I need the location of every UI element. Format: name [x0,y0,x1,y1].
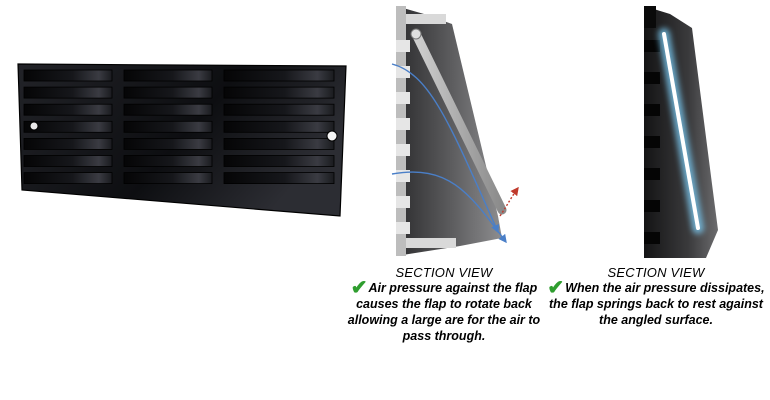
vent-slat [123,138,213,150]
housing-tooth [396,222,410,234]
housing-teeth [396,40,410,234]
vent-slat [223,120,335,133]
vent-slat [123,69,213,82]
vent-slat [223,138,335,150]
vent-slat [23,172,113,184]
caption-open-flap: SECTION VIEW ✔Air pressure against the f… [338,265,550,344]
airflow-arrow [391,171,507,244]
vent-grille-illustration [17,63,347,217]
mounting-hole-right [326,130,338,142]
vent-slat [123,86,213,99]
housing-top-cap [644,6,656,28]
housing-tooth [396,92,410,104]
housing-tooth [644,168,660,180]
section-view-title: SECTION VIEW [395,265,493,280]
housing-tooth [644,232,660,244]
housing-tooth [396,40,410,52]
vent-slat [23,103,113,116]
caption-closed-flap: SECTION VIEW ✔When the air pressure diss… [540,265,770,328]
mounting-hole-left [29,121,39,131]
caption-text: When the air pressure dissipates, the fl… [549,281,765,327]
vent-slat [23,120,113,133]
airflow-arrow [391,63,499,234]
section-view-closed-flap [644,6,718,258]
vent-slats [23,69,335,184]
vent-slat [123,120,213,133]
section-view-open-flap [391,6,519,256]
flap-hinge [410,28,422,40]
housing-body [396,6,502,256]
vent-slat [123,155,213,167]
vent-slat [23,69,113,82]
caption-text: Air pressure against the flap causes the… [347,281,541,343]
flap-open [411,29,507,215]
housing-teeth [644,40,660,244]
vent-slat [123,103,213,116]
housing-tooth [644,200,660,212]
vent-slat [223,69,335,82]
housing-top-cap [406,14,446,24]
housing-tooth [644,72,660,84]
housing-tooth [644,40,660,52]
housing-tooth [396,144,410,156]
vent-slat [23,155,113,167]
housing-tooth [644,136,660,148]
housing-tooth [644,104,660,116]
section-view-title: SECTION VIEW [607,265,705,280]
housing-tooth [396,118,410,130]
vent-slat [223,172,335,184]
vent-slat [223,155,335,167]
check-icon: ✔ [547,277,565,299]
vent-slat [123,172,213,184]
housing-tooth [396,196,410,208]
housing-bottom-cap [406,238,456,248]
flap-closed [662,32,700,230]
vent-slat [223,103,335,116]
vent-slat [223,86,335,99]
housing-tooth [396,66,410,78]
vent-slat [23,86,113,99]
vent-slat [23,138,113,150]
check-icon: ✔ [350,277,368,299]
